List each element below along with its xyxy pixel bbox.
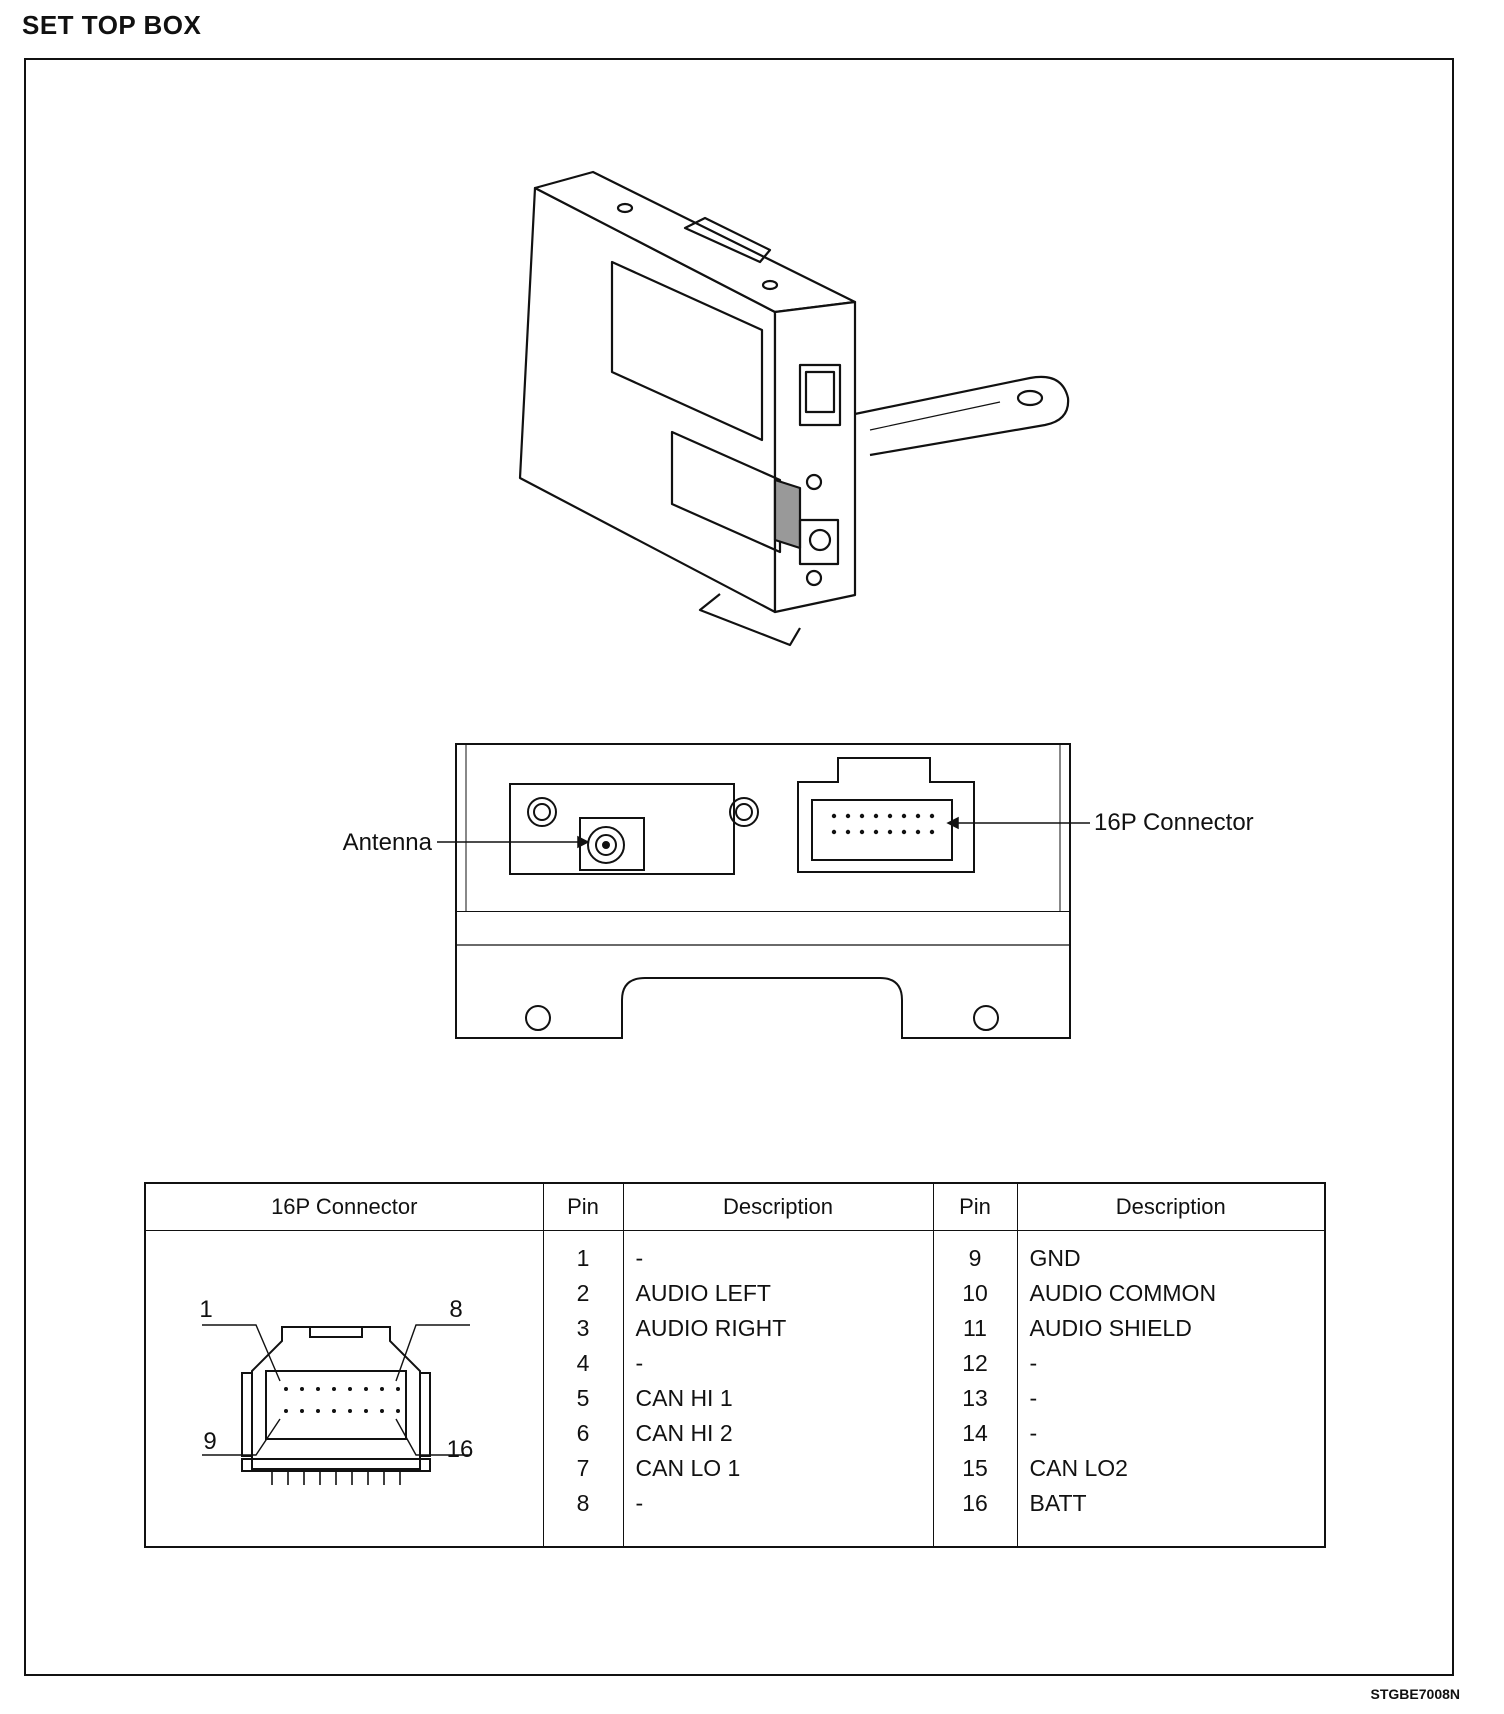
description-column-right: GND AUDIO COMMON AUDIO SHIELD - - - CAN … <box>1016 1230 1326 1547</box>
pin-description: AUDIO LEFT <box>635 1280 771 1306</box>
pin-description: - <box>1029 1420 1038 1446</box>
pin-description: CAN HI 1 <box>635 1385 733 1411</box>
pin-number: 7 <box>576 1455 590 1481</box>
pin-number: 3 <box>576 1315 590 1341</box>
diagram-frame <box>24 58 1454 1676</box>
header-pin-left: Pin <box>542 1182 624 1231</box>
pin-number: 15 <box>962 1455 988 1481</box>
pin-number: 10 <box>962 1280 988 1306</box>
connector-label: 16P Connector <box>1094 809 1254 836</box>
pin-description: AUDIO COMMON <box>1029 1280 1217 1306</box>
pin-label-9: 9 <box>203 1428 216 1455</box>
pin-description: BATT <box>1029 1490 1087 1516</box>
pin-description: CAN LO 1 <box>635 1455 741 1481</box>
pin-number: 5 <box>576 1385 590 1411</box>
pin-label-1: 1 <box>199 1296 212 1323</box>
connector-drawing-cell: 1 8 9 16 <box>144 1230 544 1547</box>
pin-description: - <box>635 1490 644 1516</box>
drawing-code: STGBE7008N <box>1370 1686 1460 1702</box>
pin-label-8: 8 <box>449 1296 462 1323</box>
pin-description: - <box>1029 1385 1038 1411</box>
pin-description: - <box>1029 1350 1038 1376</box>
header-description-right: Description <box>1016 1182 1326 1231</box>
pin-number: 1 <box>576 1245 590 1271</box>
pin-number: 14 <box>962 1420 988 1446</box>
set-top-box-illustration <box>518 170 1070 647</box>
pin-number: 8 <box>576 1490 590 1516</box>
pin-description: - <box>635 1350 644 1376</box>
front-view-illustration: Antenna 16P Connector <box>343 743 1254 1039</box>
pin-number: 13 <box>962 1385 988 1411</box>
pin-number: 16 <box>962 1490 988 1516</box>
pin-number: 12 <box>962 1350 988 1376</box>
pin-number: 9 <box>968 1245 982 1271</box>
pin-column-right: 9 10 11 12 13 14 15 16 <box>932 1230 1018 1547</box>
pin-description: GND <box>1029 1245 1081 1271</box>
description-column-left: - AUDIO LEFT AUDIO RIGHT - CAN HI 1 CAN … <box>622 1230 934 1547</box>
table-body-row: 1 8 9 16 1 2 3 4 5 6 7 8 <box>144 1230 1326 1547</box>
pin-description: - <box>635 1245 644 1271</box>
header-description-left: Description <box>622 1182 934 1231</box>
pin-description: AUDIO SHIELD <box>1029 1315 1192 1341</box>
antenna-label: Antenna <box>343 829 433 856</box>
pin-number: 2 <box>576 1280 590 1306</box>
pin-column-left: 1 2 3 4 5 6 7 8 <box>542 1230 624 1547</box>
pin-table: 16P Connector Pin Description Pin Descri… <box>144 1182 1326 1548</box>
pin-number: 6 <box>576 1420 590 1446</box>
pin-number: 4 <box>576 1350 590 1376</box>
pin-description: CAN HI 2 <box>635 1420 733 1446</box>
pin-description: CAN LO2 <box>1029 1455 1128 1481</box>
page-title: SET TOP BOX <box>22 10 202 40</box>
header-connector: 16P Connector <box>144 1182 544 1231</box>
pin-description: AUDIO RIGHT <box>635 1315 787 1341</box>
pin-number: 11 <box>963 1315 987 1341</box>
header-pin-right: Pin <box>932 1182 1018 1231</box>
table-header-row: 16P Connector Pin Description Pin Descri… <box>144 1182 1326 1231</box>
pin-label-16: 16 <box>447 1436 474 1463</box>
connector-pinout-diagram: 1 8 9 16 <box>199 1296 474 1485</box>
